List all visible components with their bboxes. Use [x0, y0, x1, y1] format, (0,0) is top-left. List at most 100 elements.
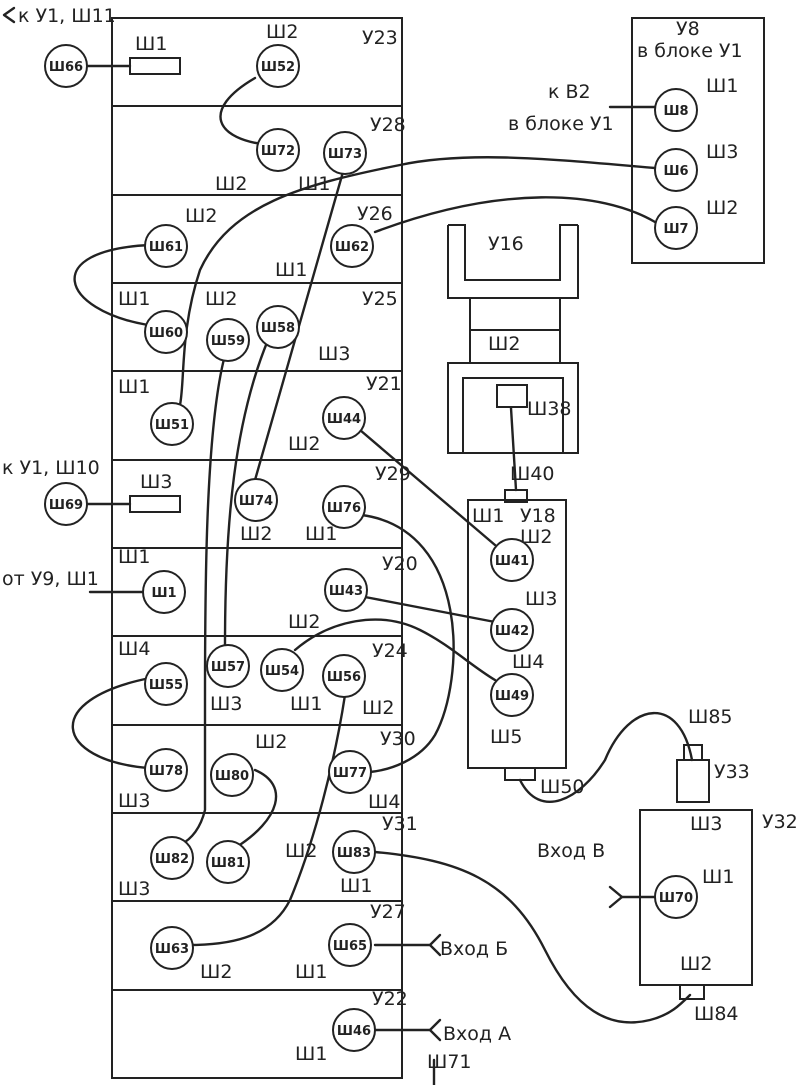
jack-Ш65[interactable]: Ш65 — [328, 923, 372, 967]
jack-circle[interactable] — [150, 836, 194, 880]
rack-connector-label: Ш2 — [200, 961, 232, 983]
jack-Ш51[interactable]: Ш51 — [150, 402, 194, 446]
jack-circle[interactable] — [654, 148, 698, 192]
jack-Ш59[interactable]: Ш59 — [206, 318, 250, 362]
jack-circle[interactable] — [322, 396, 366, 440]
jack-circle[interactable] — [256, 44, 300, 88]
jack-label: Ш82 — [155, 852, 189, 867]
jack-circle[interactable] — [144, 310, 188, 354]
jack-circle[interactable] — [144, 748, 188, 792]
jack-label: Ш56 — [327, 670, 361, 685]
jack-Ш66[interactable]: Ш66 — [44, 44, 88, 88]
jack-circle[interactable] — [256, 128, 300, 172]
jack-circle[interactable] — [328, 923, 372, 967]
jack-Ш83[interactable]: Ш83 — [332, 830, 376, 874]
external-label: Ш5 — [490, 726, 522, 748]
jack-Ш41[interactable]: Ш41 — [490, 538, 534, 582]
rack-connector-label: Ш2 — [266, 21, 298, 43]
jack-Ш7[interactable]: Ш7 — [654, 206, 698, 250]
jack-Ш55[interactable]: Ш55 — [144, 662, 188, 706]
jack-Ш56[interactable]: Ш56 — [322, 654, 366, 698]
jack-Ш78[interactable]: Ш78 — [144, 748, 188, 792]
jack-circle[interactable] — [328, 750, 372, 794]
rack-connector-label: Ш3 — [118, 878, 150, 900]
jack-Ш6[interactable]: Ш6 — [654, 148, 698, 192]
jack-label: Ш1 — [151, 586, 176, 601]
jack-Ш58[interactable]: Ш58 — [256, 305, 300, 349]
jack-Ш82[interactable]: Ш82 — [150, 836, 194, 880]
jack-circle[interactable] — [256, 305, 300, 349]
jack-Ш42[interactable]: Ш42 — [490, 608, 534, 652]
external-label: в блоке У1 — [508, 113, 614, 135]
cable-sh80-sh81 — [233, 768, 278, 850]
rack-connector-label: Ш2 — [288, 611, 320, 633]
jack-Ш77[interactable]: Ш77 — [328, 750, 372, 794]
rack-unit-label: У29 — [375, 463, 411, 485]
jack-circle[interactable] — [260, 648, 304, 692]
jack-Ш49[interactable]: Ш49 — [490, 673, 534, 717]
jack-Ш60[interactable]: Ш60 — [144, 310, 188, 354]
jack-circle[interactable] — [490, 673, 534, 717]
jack-circle[interactable] — [490, 538, 534, 582]
jack-circle[interactable] — [206, 840, 250, 884]
jack-circle[interactable] — [324, 568, 368, 612]
external-label: Ш3 — [525, 588, 557, 610]
jack-Ш8[interactable]: Ш8 — [654, 88, 698, 132]
jack-label: Ш46 — [337, 1024, 371, 1039]
jack-circle[interactable] — [322, 485, 366, 529]
jack-circle[interactable] — [332, 1008, 376, 1052]
jack-circle[interactable] — [323, 131, 367, 175]
resistor-sh1 — [129, 57, 181, 75]
jack-label: Ш57 — [211, 660, 245, 675]
external-label: У18 — [520, 505, 556, 527]
jack-circle[interactable] — [332, 830, 376, 874]
jack-Ш69[interactable]: Ш69 — [44, 482, 88, 526]
jack-Ш61[interactable]: Ш61 — [144, 224, 188, 268]
jack-Ш57[interactable]: Ш57 — [206, 644, 250, 688]
cable-sh55-sh78 — [71, 676, 152, 770]
jack-Ш81[interactable]: Ш81 — [206, 840, 250, 884]
jack-circle[interactable] — [654, 88, 698, 132]
rack-connector-label: Ш1 — [295, 961, 327, 983]
jack-Ш62[interactable]: Ш62 — [330, 224, 374, 268]
jack-Ш76[interactable]: Ш76 — [322, 485, 366, 529]
jack-Ш46[interactable]: Ш46 — [332, 1008, 376, 1052]
cable-sh83-sh84 — [373, 850, 692, 1024]
jack-circle[interactable] — [44, 44, 88, 88]
jack-circle[interactable] — [330, 224, 374, 268]
external-label: Ш85 — [688, 706, 733, 728]
rack-connector-label: Ш1 — [298, 173, 330, 195]
jack-circle[interactable] — [144, 224, 188, 268]
jack-Ш73[interactable]: Ш73 — [323, 131, 367, 175]
jack-circle[interactable] — [322, 654, 366, 698]
arrow-ext-u1-sh11 — [2, 6, 16, 24]
jack-circle[interactable] — [490, 608, 534, 652]
jack-label: Ш8 — [663, 104, 688, 119]
external-label: Ш2 — [680, 953, 712, 975]
jack-Ш1[interactable]: Ш1 — [142, 570, 186, 614]
jack-circle[interactable] — [150, 402, 194, 446]
jack-circle[interactable] — [654, 875, 698, 919]
jack-circle[interactable] — [142, 570, 186, 614]
jack-circle[interactable] — [150, 926, 194, 970]
jack-Ш44[interactable]: Ш44 — [322, 396, 366, 440]
jack-Ш43[interactable]: Ш43 — [324, 568, 368, 612]
jack-circle[interactable] — [234, 478, 278, 522]
jack-Ш52[interactable]: Ш52 — [256, 44, 300, 88]
input-a-connector-icon — [428, 1018, 442, 1042]
jack-circle[interactable] — [144, 662, 188, 706]
jack-Ш70[interactable]: Ш70 — [654, 875, 698, 919]
jack-Ш54[interactable]: Ш54 — [260, 648, 304, 692]
jack-circle[interactable] — [44, 482, 88, 526]
jack-circle[interactable] — [206, 644, 250, 688]
rack-connector-label: Ш1 — [118, 546, 150, 568]
jack-Ш74[interactable]: Ш74 — [234, 478, 278, 522]
jack-Ш80[interactable]: Ш80 — [210, 753, 254, 797]
jack-Ш63[interactable]: Ш63 — [150, 926, 194, 970]
jack-Ш72[interactable]: Ш72 — [256, 128, 300, 172]
jack-circle[interactable] — [210, 753, 254, 797]
jack-label: Ш54 — [265, 664, 299, 679]
jack-circle[interactable] — [206, 318, 250, 362]
external-label: Ш4 — [512, 651, 544, 673]
jack-circle[interactable] — [654, 206, 698, 250]
